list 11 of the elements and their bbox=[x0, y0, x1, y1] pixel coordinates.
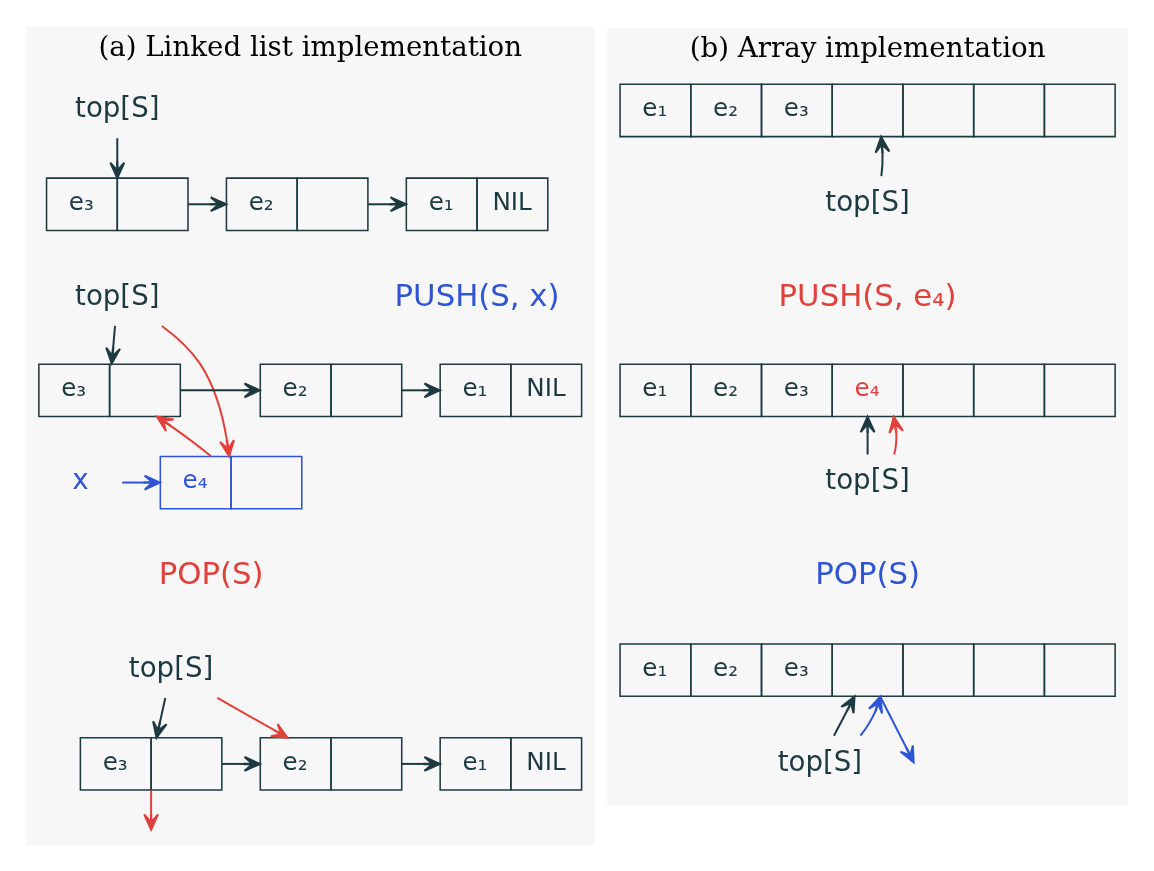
label: PUSH(S, e₄) bbox=[778, 276, 957, 313]
node-text: x bbox=[72, 462, 89, 496]
node-text: top[S] bbox=[825, 184, 910, 218]
node-text: top[S] bbox=[777, 744, 863, 778]
node-text: top[S] bbox=[825, 462, 910, 496]
label: POP(S) bbox=[815, 554, 920, 591]
label: POP(S) bbox=[158, 554, 264, 591]
label: PUSH(S, x) bbox=[394, 276, 560, 313]
node-text: top[S] bbox=[75, 90, 160, 124]
node-text: top[S] bbox=[75, 278, 160, 312]
node-text: top[S] bbox=[128, 650, 214, 684]
